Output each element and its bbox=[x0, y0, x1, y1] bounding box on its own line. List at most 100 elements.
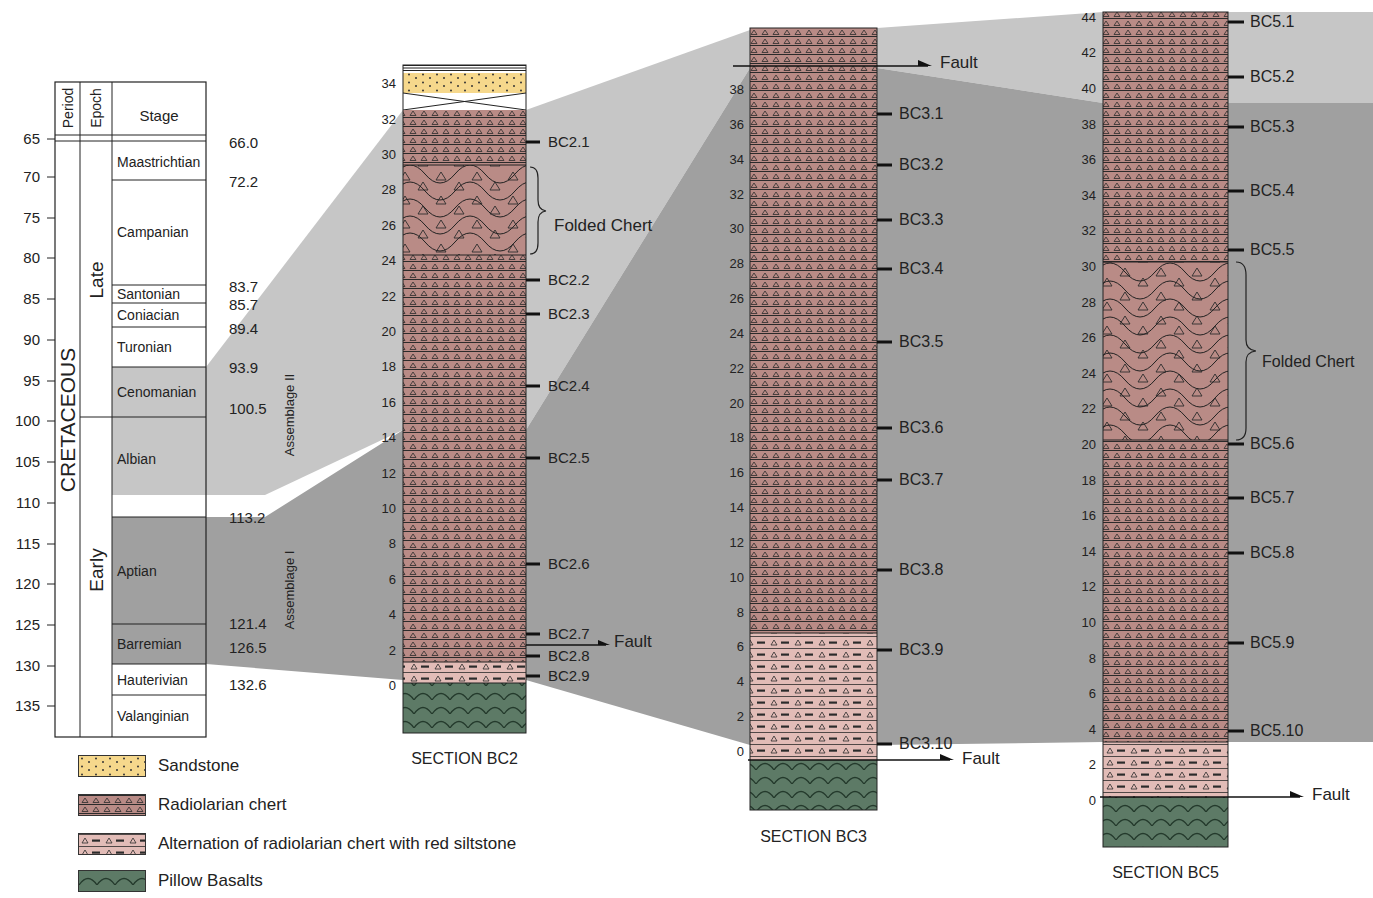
age-axis-number: 130 bbox=[15, 657, 40, 674]
stage-name: Aptian bbox=[117, 563, 157, 579]
stage-name: Maastrichtian bbox=[117, 154, 200, 170]
age-axis-number: 115 bbox=[16, 535, 40, 552]
thickness-number: 22 bbox=[382, 289, 396, 304]
thickness-number: 18 bbox=[730, 431, 744, 446]
section-title: SECTION BC3 bbox=[760, 828, 867, 848]
section-column bbox=[395, 65, 545, 733]
thickness-number: 20 bbox=[1082, 438, 1096, 453]
sample-label: BC2.4 bbox=[548, 377, 590, 394]
thickness-number: 26 bbox=[730, 292, 744, 307]
age-axis-number: 70 bbox=[23, 168, 40, 185]
thickness-number: 6 bbox=[1089, 687, 1096, 702]
assemblage-label: Assemblage II bbox=[283, 374, 298, 456]
boundary-age: 89.4 bbox=[229, 320, 258, 337]
thickness-number: 8 bbox=[389, 537, 396, 552]
thickness-number: 42 bbox=[1082, 46, 1096, 61]
legend-swatch bbox=[78, 833, 146, 855]
thickness-number: 16 bbox=[382, 395, 396, 410]
age-axis-number: 100 bbox=[15, 412, 40, 429]
thickness-number: 28 bbox=[382, 183, 396, 198]
epoch-name: Early bbox=[86, 548, 108, 591]
thickness-number: 24 bbox=[730, 326, 744, 341]
legend-text: Sandstone bbox=[158, 756, 239, 776]
sample-label: BC2.7 bbox=[548, 625, 590, 642]
boundary-age: 100.5 bbox=[229, 400, 267, 417]
stage-name: Valanginian bbox=[117, 708, 189, 724]
column-header: Stage bbox=[139, 107, 178, 124]
section-title: SECTION BC2 bbox=[411, 750, 518, 770]
sample-label: BC3.1 bbox=[899, 105, 943, 123]
age-axis-number: 65 bbox=[23, 130, 40, 147]
stage-name: Albian bbox=[117, 451, 156, 467]
sample-label: BC3.2 bbox=[899, 156, 943, 174]
boundary-age: 85.7 bbox=[229, 296, 258, 313]
thickness-number: 16 bbox=[730, 466, 744, 481]
thickness-number: 38 bbox=[1082, 117, 1096, 132]
sample-label: BC5.3 bbox=[1250, 118, 1294, 136]
fault-label: Fault bbox=[962, 749, 1000, 769]
sample-label: BC3.9 bbox=[899, 641, 943, 659]
thickness-number: 32 bbox=[730, 187, 744, 202]
thickness-number: 12 bbox=[382, 466, 396, 481]
thickness-number: 14 bbox=[730, 501, 744, 516]
thickness-number: 34 bbox=[730, 152, 744, 167]
thickness-number: 8 bbox=[737, 605, 744, 620]
thickness-number: 24 bbox=[1082, 366, 1096, 381]
legend-text: Alternation of radiolarian chert with re… bbox=[158, 834, 516, 854]
thickness-number: 32 bbox=[1082, 224, 1096, 239]
thickness-number: 10 bbox=[382, 502, 396, 517]
stage-name: Hauterivian bbox=[117, 672, 188, 688]
boundary-age: 113.2 bbox=[229, 509, 265, 526]
thickness-number: 34 bbox=[382, 77, 396, 92]
sample-label: BC5.7 bbox=[1250, 489, 1294, 507]
stage-name: Turonian bbox=[117, 339, 172, 355]
age-axis-number: 105 bbox=[15, 453, 40, 470]
thickness-number: 32 bbox=[382, 112, 396, 127]
age-axis-number: 85 bbox=[23, 290, 40, 307]
thickness-number: 14 bbox=[382, 431, 396, 446]
swatch-pattern bbox=[79, 795, 146, 816]
thickness-number: 26 bbox=[1082, 331, 1096, 346]
epoch-name: Late bbox=[86, 262, 108, 299]
age-axis-number: 80 bbox=[23, 249, 40, 266]
swatch-pattern bbox=[79, 834, 146, 855]
sample-label: BC3.7 bbox=[899, 471, 943, 489]
thickness-number: 34 bbox=[1082, 188, 1096, 203]
swatch-pattern bbox=[79, 756, 146, 777]
swatch-pattern bbox=[79, 871, 146, 892]
thickness-number: 20 bbox=[730, 396, 744, 411]
age-axis-number: 95 bbox=[23, 372, 40, 389]
boundary-age: 66.0 bbox=[229, 134, 258, 151]
thickness-number: 30 bbox=[1082, 260, 1096, 275]
age-axis-number: 120 bbox=[15, 575, 40, 592]
thickness-number: 40 bbox=[1082, 82, 1096, 97]
age-axis-number: 135 bbox=[15, 697, 40, 714]
thickness-number: 12 bbox=[730, 535, 744, 550]
thickness-number: 2 bbox=[389, 643, 396, 658]
section-column: SECTION BC5 bbox=[1103, 12, 1228, 884]
thickness-number: 30 bbox=[382, 148, 396, 163]
thickness-number: 6 bbox=[389, 572, 396, 587]
sample-label: BC2.5 bbox=[548, 449, 590, 466]
thickness-number: 30 bbox=[730, 222, 744, 237]
sample-label: BC3.4 bbox=[899, 260, 943, 278]
sample-label: BC5.1 bbox=[1250, 13, 1294, 31]
fault-line bbox=[526, 60, 1304, 797]
stage-name: Santonian bbox=[117, 286, 180, 302]
thickness-number: 18 bbox=[382, 360, 396, 375]
thickness-number: 28 bbox=[1082, 295, 1096, 310]
column-header: Period bbox=[60, 88, 76, 128]
boundary-age: 132.6 bbox=[229, 676, 267, 693]
thickness-number: 0 bbox=[1089, 794, 1096, 809]
thickness-number: 2 bbox=[737, 710, 744, 725]
section-column: SECTION BC2 bbox=[403, 65, 526, 770]
timescale-table bbox=[47, 82, 206, 737]
thickness-number: 4 bbox=[389, 608, 396, 623]
boundary-age: 83.7 bbox=[229, 278, 258, 295]
thickness-number: 20 bbox=[382, 325, 396, 340]
thickness-number: 28 bbox=[730, 257, 744, 272]
sample-label: BC5.10 bbox=[1250, 722, 1303, 740]
sample-label: BC2.2 bbox=[548, 271, 590, 288]
thickness-number: 4 bbox=[737, 675, 744, 690]
section-column bbox=[1095, 12, 1245, 847]
